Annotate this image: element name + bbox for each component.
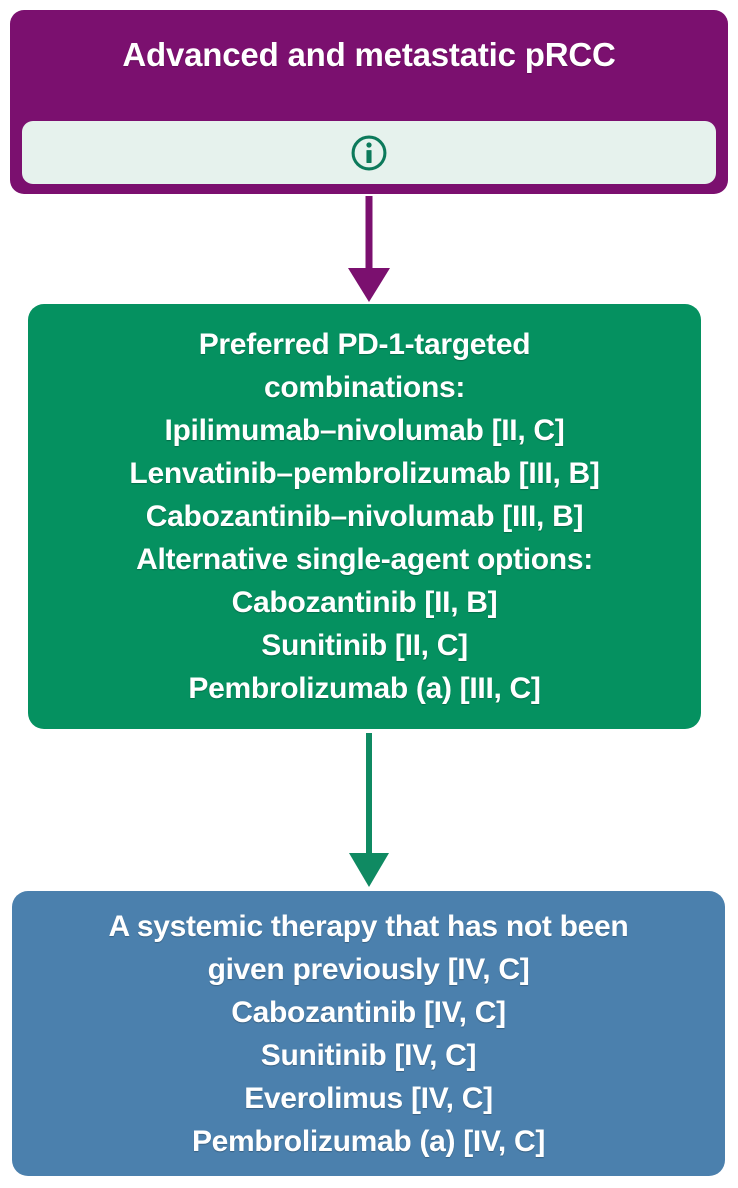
arrow-first-line-to-subsequent (349, 733, 389, 887)
subsequent-line-item: Pembrolizumab (a) [IV, C] (191, 1124, 546, 1158)
first-line-treatment-node: Preferred PD-1-targeted combinations: Ip… (28, 304, 701, 729)
first-line-item: Cabozantinib [II, B] (231, 586, 498, 619)
first-line-item: Lenvatinib–pembrolizumab [III, B] (129, 457, 600, 490)
subsequent-line-item: given previously [IV, C] (207, 952, 530, 986)
first-line-item: Sunitinib [II, C] (261, 629, 468, 662)
header-node-advanced-metastatic-prcc: Advanced and metastatic pRCC (10, 10, 728, 194)
first-line-item: Alternative single-agent options: (136, 543, 593, 576)
first-line-item: Cabozantinib–nivolumab [III, B] (145, 500, 584, 533)
subsequent-line-item: Sunitinib [IV, C] (260, 1038, 477, 1072)
info-circle-icon[interactable] (349, 133, 389, 173)
info-banner[interactable] (22, 121, 716, 184)
first-line-treatment-list: Preferred PD-1-targeted combinations: Ip… (40, 323, 689, 710)
first-line-item: Pembrolizumab (a) [III, C] (188, 672, 541, 705)
first-line-item: Preferred PD-1-targeted (198, 328, 531, 361)
first-line-item: Ipilimumab–nivolumab [II, C] (164, 414, 565, 447)
subsequent-line-treatment-node: A systemic therapy that has not been giv… (12, 891, 725, 1176)
first-line-item: combinations: (263, 371, 466, 404)
subsequent-line-item: Cabozantinib [IV, C] (231, 995, 506, 1029)
arrow-header-to-first-line (348, 196, 390, 302)
subsequent-line-item: Everolimus [IV, C] (244, 1081, 493, 1115)
subsequent-line-treatment-list: A systemic therapy that has not been giv… (24, 905, 713, 1163)
page-title: Advanced and metastatic pRCC (122, 36, 616, 73)
subsequent-line-item: A systemic therapy that has not been (108, 909, 629, 943)
